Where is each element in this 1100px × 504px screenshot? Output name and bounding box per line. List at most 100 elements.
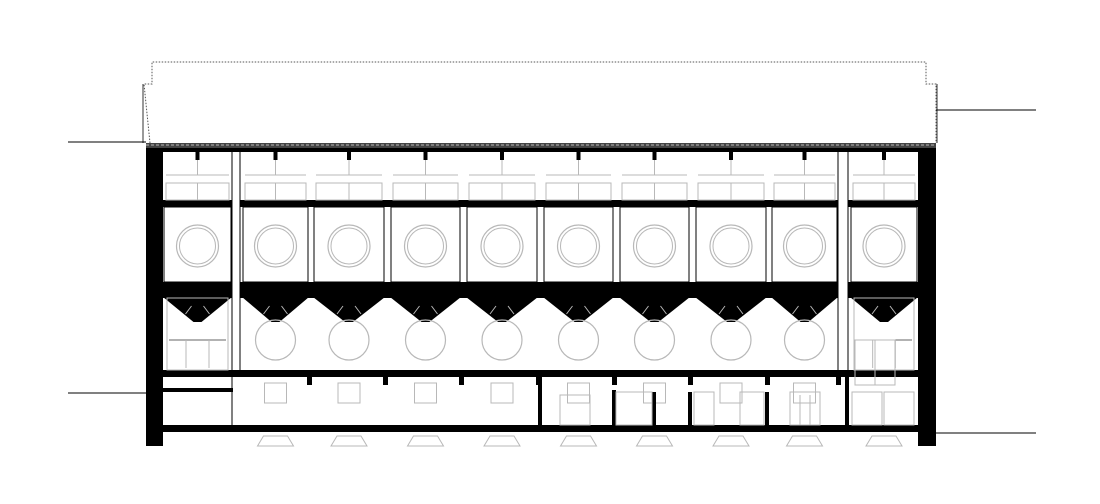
hopper-outlet [718, 305, 744, 315]
footing [483, 435, 521, 447]
hopper-triangle [850, 297, 918, 322]
lower-circle [254, 319, 297, 361]
hopper-outlet [413, 305, 438, 315]
silo-circle [556, 224, 601, 268]
ground-floor-unit [264, 382, 287, 404]
hopper-triangle [619, 297, 690, 322]
hopper-triangle [313, 297, 385, 322]
silo-circle [709, 224, 753, 268]
silo-circle-inner [560, 227, 597, 265]
slab-middle [160, 370, 920, 377]
side-bay-frame [166, 297, 229, 371]
silo-cell [466, 206, 538, 283]
footing [406, 435, 445, 447]
hopper-outlet [642, 305, 667, 315]
hopper-outlet [566, 305, 591, 315]
hopper-outlet [336, 305, 362, 315]
silo-circle-inner [179, 227, 216, 265]
ground-floor-unit [490, 382, 514, 404]
ground-beam-stub [307, 377, 312, 385]
ground-partition [652, 392, 656, 425]
lower-circle [557, 319, 600, 361]
slab-base [160, 425, 920, 432]
silo-circle [480, 224, 524, 268]
silo-circle [327, 224, 371, 268]
ground-beam-stub [383, 377, 388, 385]
slab-top [160, 200, 920, 207]
ground-beam-stub [612, 377, 617, 385]
ground-partition [688, 392, 692, 425]
silo-circle [175, 224, 220, 268]
bay-roof-bracket [195, 152, 200, 160]
slab-roof-underside [160, 148, 920, 152]
silo-cell [242, 206, 309, 283]
silo-cell [619, 206, 690, 283]
silo-circle-inner [636, 227, 673, 265]
hopper-triangle [390, 297, 461, 322]
silo-cell [771, 206, 838, 283]
ground-floor-unit [719, 382, 743, 404]
silo-circle [862, 224, 906, 268]
hopper-triangle [242, 297, 309, 322]
ground-floor-unit [567, 382, 590, 404]
lower-circle [633, 319, 676, 361]
silo-cell [695, 206, 767, 283]
bay-roof-bracket [273, 152, 278, 160]
silo-circle-inner [407, 227, 444, 265]
lower-circle [783, 319, 826, 361]
ground-beam-stub [688, 377, 693, 385]
ground-room-fixture [883, 391, 915, 426]
ground-room-fixture [559, 394, 591, 426]
bay-roof-bracket [652, 152, 657, 160]
ground-wall-thick [845, 377, 849, 425]
bay-roof-bracket [347, 152, 351, 160]
silo-circle [782, 224, 827, 268]
bay-roof-bracket [882, 152, 886, 160]
ground-floor-unit [414, 382, 437, 404]
silo-cell [390, 206, 461, 283]
silo-circle-inner [712, 227, 750, 265]
silo-cell [163, 206, 232, 283]
bay-roof-bracket [576, 152, 581, 160]
bay-roof-bracket [423, 152, 428, 160]
hopper-outlet [871, 305, 897, 315]
bay-roof-bracket [500, 152, 504, 160]
hopper-triangle [466, 297, 538, 322]
outer-wall-left [146, 148, 163, 446]
ground-floor-unit [337, 382, 361, 404]
ground-partition [612, 390, 616, 425]
ground-floor-unit [793, 382, 816, 404]
silo-circle-inner [786, 227, 823, 265]
silo-circle-inner [483, 227, 521, 265]
silo-cell [850, 206, 918, 283]
lower-circle [710, 319, 752, 361]
silo-circle-inner [257, 227, 294, 265]
silo-circle [632, 224, 677, 268]
ground-room-fixture [615, 391, 653, 426]
silo-circle [253, 224, 298, 268]
hopper-outlet [185, 305, 210, 315]
footing [330, 435, 368, 447]
bay-roof-bracket [729, 152, 733, 160]
outer-wall-right [918, 148, 936, 446]
footing [256, 435, 295, 447]
lower-circle [328, 319, 370, 361]
silo-circle-inner [865, 227, 903, 265]
column-left-inner [232, 152, 240, 370]
footing [865, 435, 903, 447]
silo-cell [313, 206, 385, 283]
bay-roof-bracket [802, 152, 807, 160]
hopper-triangle [695, 297, 767, 322]
roof-outline [143, 61, 937, 144]
hopper-outlet [489, 305, 515, 315]
lower-circle [404, 319, 447, 361]
hopper-triangle [543, 297, 614, 322]
ground-beam-stub [765, 377, 770, 385]
silo-cell [543, 206, 614, 283]
hopper-triangle [163, 297, 232, 322]
ground-room-fixture [789, 391, 821, 426]
footing [785, 435, 824, 447]
ground-room-fixture [851, 391, 883, 426]
ground-beam-stub [836, 377, 841, 385]
